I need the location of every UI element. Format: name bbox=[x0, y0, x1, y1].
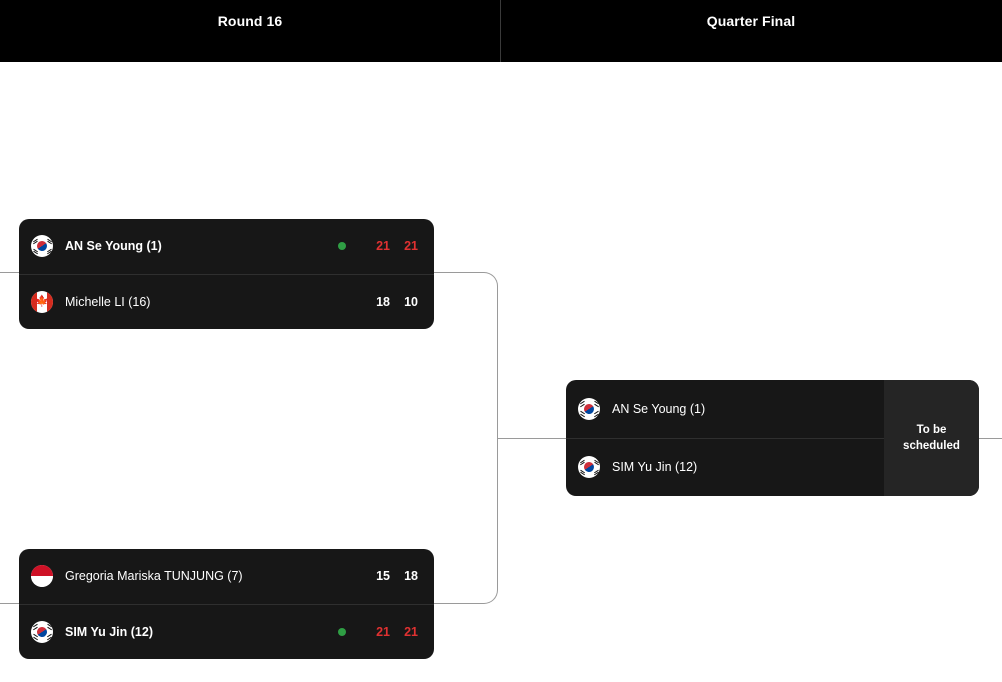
ca-flag-icon: 🍁 bbox=[31, 290, 53, 313]
round-header-quarter-final: Quarter Final bbox=[500, 0, 1002, 62]
connector-line-to-quarter-final bbox=[498, 438, 566, 439]
match-rows: AN Se Young (1) 21 21 🍁 Michelle LI (16)… bbox=[19, 219, 434, 329]
player-score-game-1: 21 bbox=[376, 239, 390, 254]
player-name: Michelle LI (16) bbox=[65, 294, 151, 309]
player-score-game-1: 21 bbox=[376, 624, 390, 639]
player-name: SIM Yu Jin (12) bbox=[65, 624, 153, 639]
match-card-quarter-final-1[interactable]: AN Se Young (1) SIM Yu Jin (12) To be sc… bbox=[566, 380, 979, 496]
match-player-row[interactable]: Gregoria Mariska TUNJUNG (7) 15 18 bbox=[19, 549, 434, 604]
player-score-game-1: 15 bbox=[376, 569, 390, 584]
match-player-row[interactable]: AN Se Young (1) 21 21 bbox=[19, 219, 434, 274]
player-name: AN Se Young (1) bbox=[612, 401, 706, 416]
match-status-label: To be scheduled bbox=[903, 424, 960, 452]
player-score-game-2: 18 bbox=[404, 569, 418, 584]
bracket-header: Round 16 Quarter Final bbox=[0, 0, 1002, 62]
match-card-round-16-2[interactable]: Gregoria Mariska TUNJUNG (7) 15 18 SIM Y… bbox=[19, 549, 434, 659]
match-player-row[interactable]: 🍁 Michelle LI (16) 18 10 bbox=[19, 273, 434, 330]
match-player-row[interactable]: AN Se Young (1) bbox=[566, 380, 884, 438]
player-name: SIM Yu Jin (12) bbox=[612, 460, 698, 475]
player-name: AN Se Young (1) bbox=[65, 239, 162, 254]
match-player-row[interactable]: SIM Yu Jin (12) 21 21 bbox=[19, 603, 434, 660]
match-rows: Gregoria Mariska TUNJUNG (7) 15 18 SIM Y… bbox=[19, 549, 434, 659]
round-header-label: Quarter Final bbox=[706, 13, 796, 29]
kr-flag-icon bbox=[31, 620, 53, 643]
match-rows: AN Se Young (1) SIM Yu Jin (12) bbox=[566, 380, 884, 496]
player-score-game-2: 21 bbox=[404, 624, 418, 639]
player-score-game-2: 10 bbox=[404, 294, 418, 309]
header-divider bbox=[500, 0, 501, 62]
winner-indicator-dot bbox=[338, 242, 346, 251]
match-status-panel: To be scheduled bbox=[884, 380, 979, 496]
match-card-round-16-1[interactable]: AN Se Young (1) 21 21 🍁 Michelle LI (16)… bbox=[19, 219, 434, 329]
connector-line-to-semi-final bbox=[979, 438, 1002, 439]
winner-indicator-dot bbox=[338, 627, 346, 636]
kr-flag-icon bbox=[31, 235, 53, 258]
match-player-row[interactable]: SIM Yu Jin (12) bbox=[566, 437, 884, 497]
connector-line-left-top bbox=[0, 272, 20, 273]
round-header-round-16: Round 16 bbox=[0, 0, 500, 62]
kr-flag-icon bbox=[578, 397, 600, 420]
id-flag-icon bbox=[31, 565, 53, 588]
round-header-label: Round 16 bbox=[217, 13, 283, 29]
kr-flag-icon bbox=[578, 456, 600, 479]
player-score-game-1: 18 bbox=[376, 294, 390, 309]
connector-bracket-round-16-to-quarter-final bbox=[434, 272, 498, 604]
player-score-game-2: 21 bbox=[404, 239, 418, 254]
player-name: Gregoria Mariska TUNJUNG (7) bbox=[65, 569, 243, 584]
connector-line-left-bottom bbox=[0, 603, 20, 604]
